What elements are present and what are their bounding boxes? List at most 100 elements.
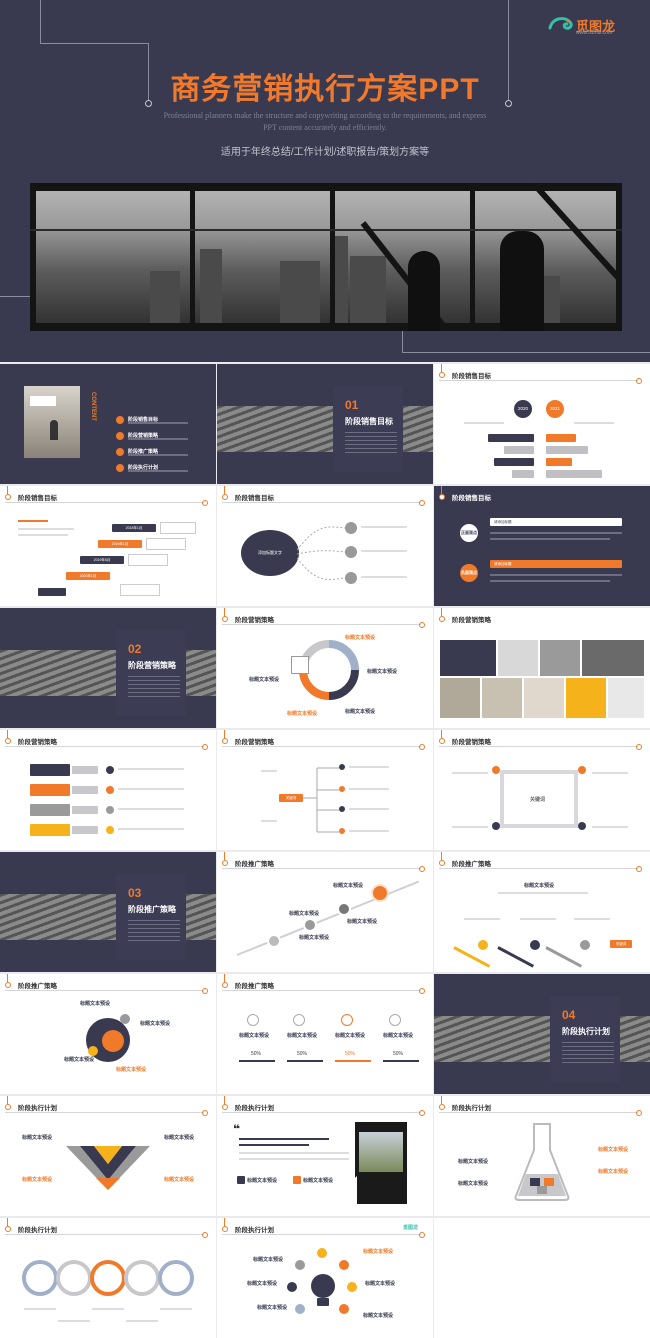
label: 标题文本预设 <box>363 1313 394 1319</box>
desc-line <box>118 768 184 770</box>
title-rule <box>222 866 425 872</box>
negative-badge: 负面观点 <box>460 564 478 582</box>
slide-thumb-sales-targets-1[interactable]: 阶段销售目标 2020 2021 <box>434 364 650 484</box>
section-title: 阶段推广策略 <box>128 905 176 914</box>
slide-thumb-execution-5[interactable]: 阶段执行计划 觅图龙 标题文本预设 标题文本预设 标题文本预设 标题文本预设 标… <box>217 1218 433 1338</box>
desc-line <box>361 550 407 552</box>
section-desc <box>562 1042 614 1064</box>
deco-line <box>148 43 149 103</box>
arrow-bar <box>72 806 98 814</box>
deco-line <box>402 352 650 353</box>
page-title: 商务营销执行方案PPT <box>170 73 480 106</box>
slide-title: 阶段销售目标 <box>222 486 274 502</box>
contents-item-1[interactable]: 阶段销售目标 <box>128 417 159 423</box>
desc-line <box>361 526 407 528</box>
step-node <box>530 940 540 950</box>
desc-line <box>349 830 389 832</box>
slide-thumb-sales-targets-2[interactable]: 阶段销售目标 2018年1月 2019年1月 2019年6月 2020年1月 <box>0 486 216 606</box>
title-rule <box>5 744 208 750</box>
title-rule <box>222 1232 425 1238</box>
contents-item-4[interactable]: 阶段执行计划 <box>128 465 159 471</box>
slide-thumb-promotion-1[interactable]: 阶段推广策略 标题文本预设 标题文本预设 标题文本预设 标题文本预设 <box>217 852 433 972</box>
puzzle-piece <box>102 1030 124 1052</box>
node-dot <box>339 764 345 770</box>
slide-thumb-promotion-3[interactable]: 阶段推广策略 标题文本预设 标题文本预设 标题文本预设 标题文本预设 <box>0 974 216 1094</box>
contents-label: CONTENT <box>90 392 96 421</box>
label: 标题文本预设 <box>80 1001 111 1007</box>
desc-line <box>128 470 188 472</box>
section-desc <box>128 676 180 698</box>
corner-dot <box>492 766 500 774</box>
title-rule <box>222 744 425 750</box>
hero-cover-slide[interactable]: 觅图龙 www.51miz.com 商务营销执行方案PPT Profession… <box>0 0 650 362</box>
desc-line <box>361 576 407 578</box>
section-card: 04 阶段执行计划 <box>550 996 620 1082</box>
section-card: 01 阶段销售目标 <box>333 386 403 472</box>
slide-thumb-section-01[interactable]: 01 阶段销售目标 <box>217 364 433 484</box>
ring-calendar-icon <box>22 1260 58 1296</box>
label: 标题文本预设 <box>22 1177 53 1183</box>
slide-thumb-contents[interactable]: CONTENT 阶段销售目标 阶段营销策略 阶段推广策略 阶段执行计划 <box>0 364 216 484</box>
desc-line <box>574 918 610 920</box>
page-subtitle: Professional planners make the structure… <box>163 111 487 132</box>
deco-line <box>40 43 148 44</box>
slide-thumb-marketing-2[interactable]: 阶段营销策略 <box>434 608 650 728</box>
puzzle-piece <box>120 1014 130 1024</box>
desc-line <box>349 788 389 790</box>
office-photo <box>24 386 80 458</box>
section-title: 阶段执行计划 <box>562 1027 610 1036</box>
label: 标题文本预设 <box>247 1281 278 1287</box>
deco-line <box>402 318 403 352</box>
step-node-target <box>371 884 389 902</box>
title-rule <box>5 988 208 994</box>
title-rule <box>439 866 642 872</box>
orbit-icon <box>287 1282 297 1292</box>
timeline-segment <box>497 946 535 968</box>
point-title: 请添加标题 <box>490 518 622 526</box>
puzzle-piece <box>88 1046 98 1056</box>
slide-thumb-execution-3[interactable]: 阶段执行计划 标题文本预设 标题文本预设 标题文本预设 标题文本预设 <box>434 1096 650 1216</box>
compare-bar <box>504 446 534 454</box>
slide-thumb-marketing-1[interactable]: 阶段营销策略 标题文本预设 标题文本预设 标题文本预设 标题文本预设 标题文本预… <box>217 608 433 728</box>
slide-thumb-marketing-4[interactable]: 阶段营销策略 关键词 <box>217 730 433 850</box>
label: 标题文本预设 <box>363 1249 394 1255</box>
slide-thumb-execution-1[interactable]: 阶段执行计划 标题文本预设 标题文本预设 标题文本预设 标题文本预设 <box>0 1096 216 1216</box>
arrow-bar <box>72 826 98 834</box>
slide-thumb-execution-4[interactable]: 阶段执行计划 <box>0 1218 216 1338</box>
desc-line <box>490 538 610 540</box>
photo-tile <box>440 678 480 718</box>
desc-line <box>490 580 610 582</box>
cloud-icon <box>345 572 357 584</box>
contents-item-3[interactable]: 阶段推广策略 <box>128 449 159 455</box>
slide-thumb-marketing-5[interactable]: 阶段营销策略 关键词 <box>434 730 650 850</box>
slide-thumb-marketing-3[interactable]: 阶段营销策略 <box>0 730 216 850</box>
deco-dot <box>505 100 512 107</box>
slide-thumb-sales-targets-4[interactable]: 阶段销售目标 正面观点 负面观点 请添加标题 请添加标题 <box>434 486 650 606</box>
desc-line <box>592 772 628 774</box>
bullet-dot <box>116 448 124 456</box>
slide-thumb-section-02[interactable]: 02 阶段营销策略 <box>0 608 216 728</box>
label: 标题文本预设 <box>164 1177 195 1183</box>
window-frame <box>470 183 475 331</box>
slide-thumb-section-04[interactable]: 04 阶段执行计划 <box>434 974 650 1094</box>
desc-line <box>261 770 277 772</box>
compare-bar <box>488 434 534 442</box>
brand-logo[interactable]: 觅图龙 www.51miz.com <box>548 14 628 38</box>
slide-thumb-promotion-2[interactable]: 阶段推广策略 标题文本预设 关键词 <box>434 852 650 972</box>
title-rule <box>222 988 425 994</box>
contents-item-2[interactable]: 阶段营销策略 <box>128 433 159 439</box>
clock-icon <box>247 1014 259 1026</box>
slide-title: 阶段销售目标 <box>439 364 491 380</box>
slide-thumb-section-03[interactable]: 03 阶段推广策略 <box>0 852 216 972</box>
slide-thumb-execution-2[interactable]: 阶段执行计划 ❝ 标题文本预设 标题文本预设 <box>217 1096 433 1216</box>
compare-bar <box>546 434 576 442</box>
slide-thumb-promotion-4[interactable]: 阶段推广策略 标题文本预设 标题文本预设 标题文本预设 标题文本预设 50% 5… <box>217 974 433 1094</box>
desc-line <box>452 772 488 774</box>
desc-line <box>128 454 188 456</box>
slide-thumb-sales-targets-3[interactable]: 阶段销售目标 添加标题文字 <box>217 486 433 606</box>
title-rule <box>439 1110 642 1116</box>
photo-tile <box>566 678 606 718</box>
compare-bar <box>512 470 534 478</box>
compare-bar <box>546 446 588 454</box>
bullet-dot <box>116 464 124 472</box>
